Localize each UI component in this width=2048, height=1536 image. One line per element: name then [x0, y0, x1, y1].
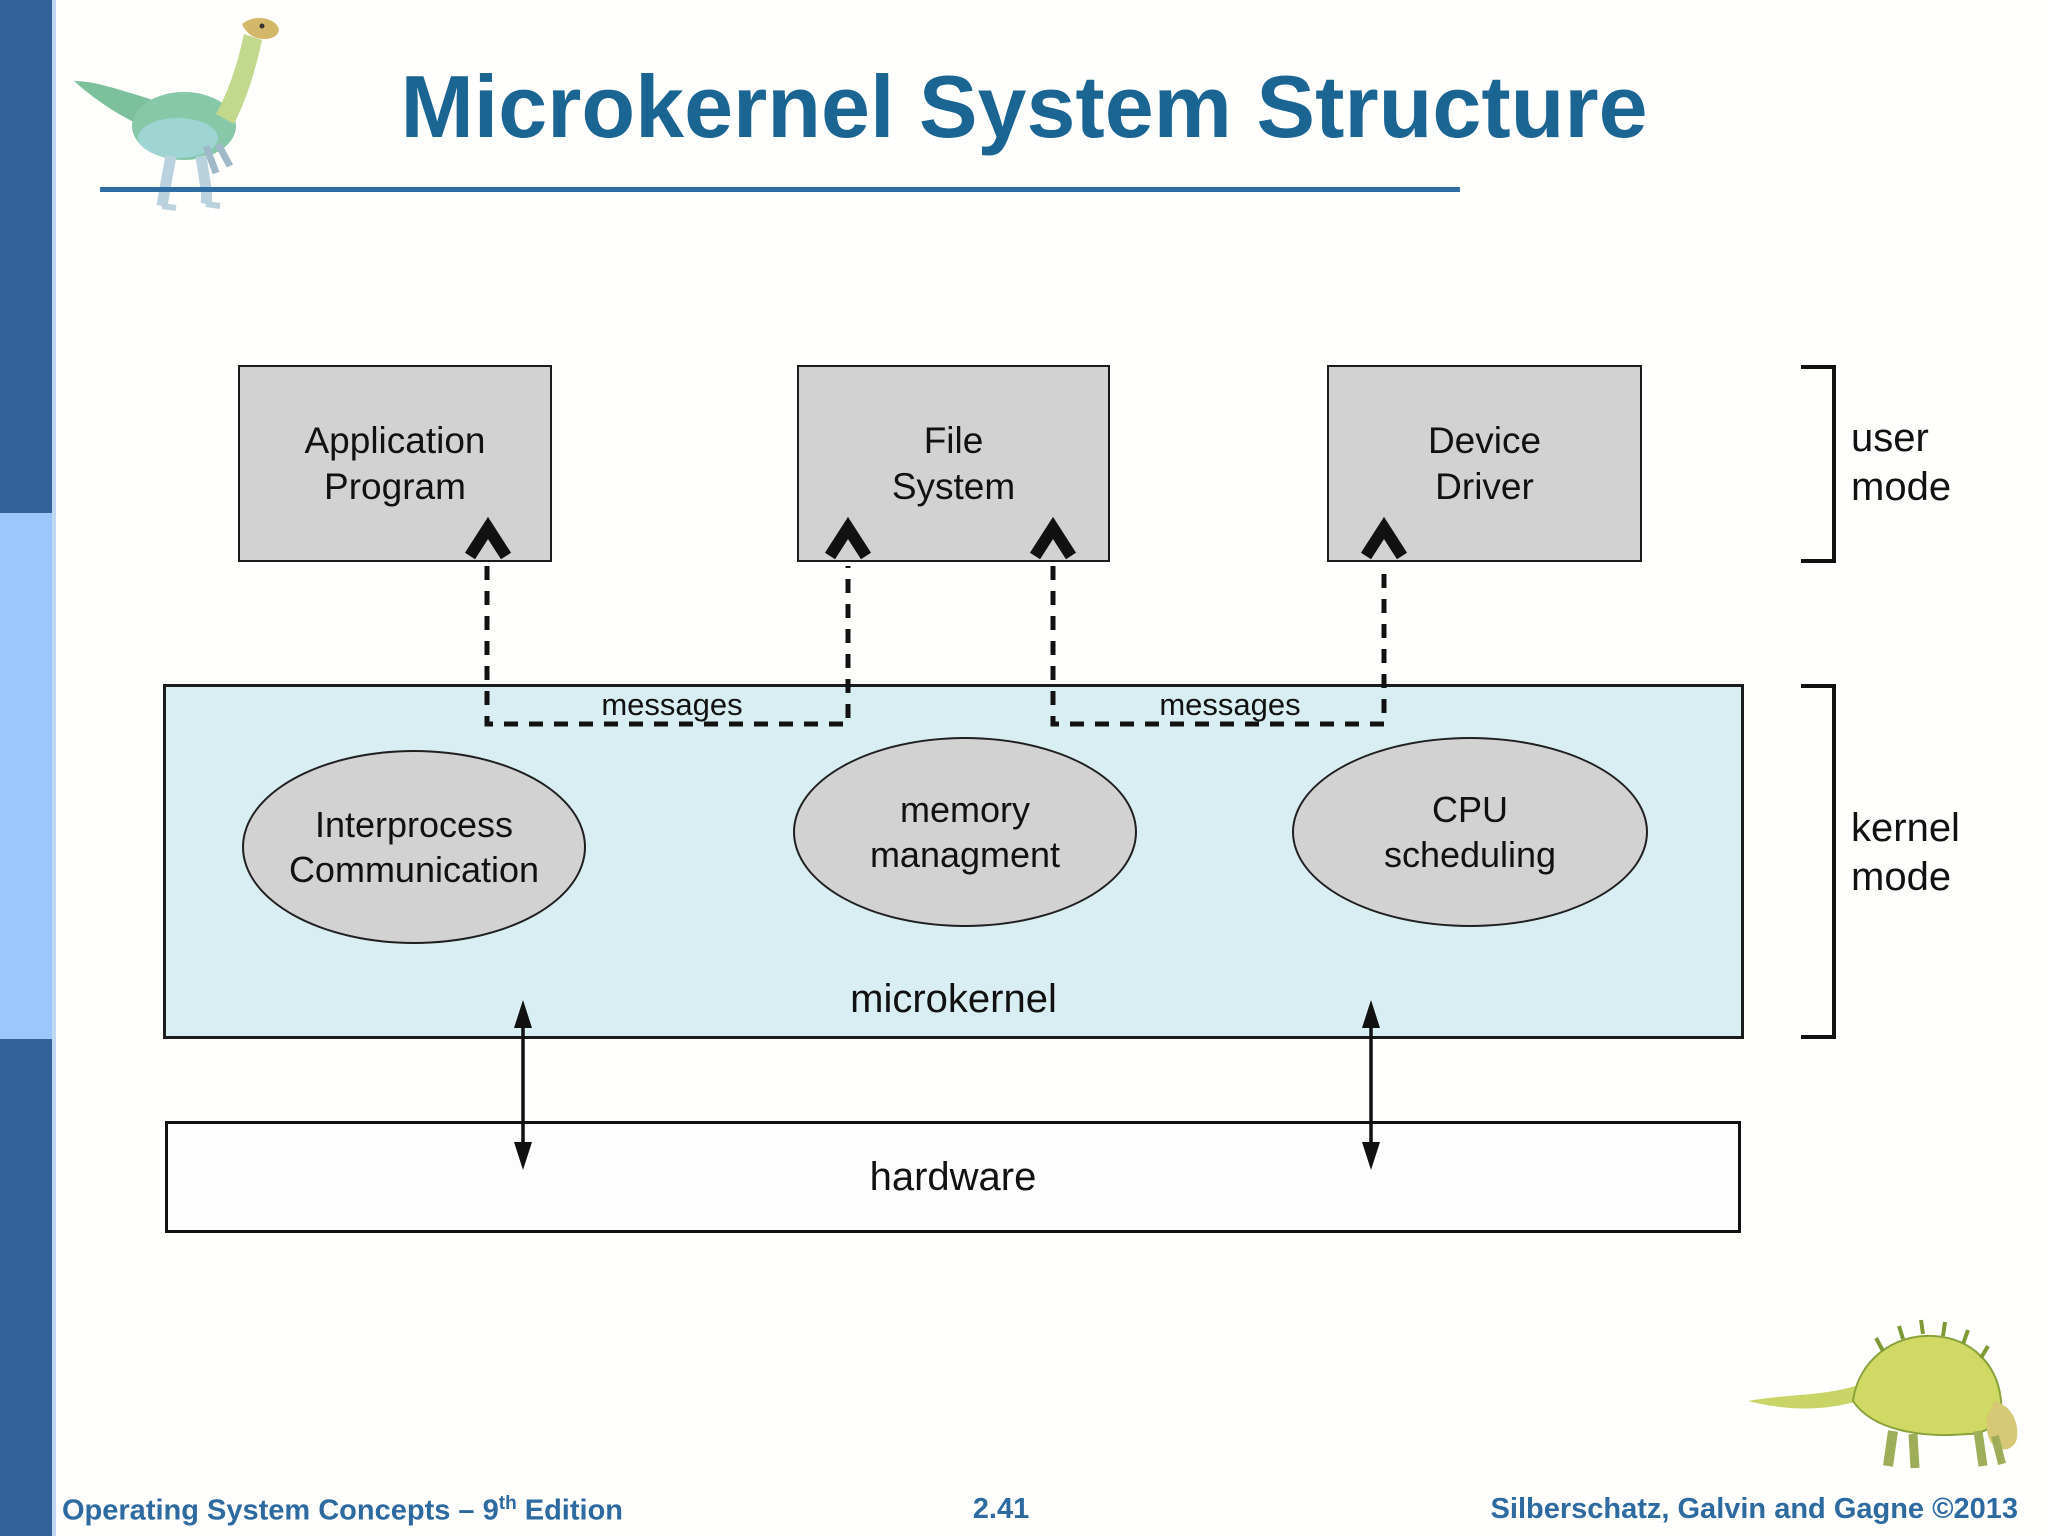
messages-label-right: messages	[1159, 687, 1301, 722]
ellipse-label-line: memory	[899, 789, 1030, 830]
ellipse-interprocess-communication: Interprocess Communication	[242, 750, 586, 944]
box-label-line: System	[891, 465, 1016, 507]
hardware-label: hardware	[869, 1154, 1037, 1199]
box-label-line: File	[923, 419, 984, 461]
user-mode-bracket	[1801, 365, 1836, 563]
footer-slide-number: 2.41	[972, 1493, 1030, 1525]
dinosaur-footer-icon	[1748, 1319, 2018, 1469]
ellipse-label-line: managment	[869, 834, 1061, 875]
footer-authors: Silberschatz, Galvin and Gagne ©2013	[1490, 1493, 2018, 1525]
kernel-mode-bracket	[1801, 684, 1836, 1039]
sidebar-accent-dark-top	[0, 0, 52, 513]
box-label-line: Device	[1427, 419, 1542, 461]
box-device-driver: Device Driver	[1327, 365, 1642, 562]
page-title: Microkernel System Structure	[400, 57, 1648, 156]
sidebar-accent-edge	[52, 0, 56, 1536]
box-label-line: Driver	[1435, 465, 1534, 507]
ellipse-cpu-scheduling: CPU scheduling	[1292, 737, 1648, 927]
ellipse-memory-management: memory managment	[793, 737, 1137, 927]
box-label-line: Application	[304, 419, 486, 461]
ellipse-label-line: scheduling	[1383, 834, 1557, 875]
sidebar-accent-light	[0, 513, 52, 1039]
title-underline	[100, 187, 1460, 192]
box-application-program: Application Program	[238, 365, 552, 562]
ellipse-label-line: CPU	[1431, 789, 1508, 830]
dinosaur-logo-icon	[74, 18, 279, 211]
messages-label-left: messages	[601, 687, 743, 722]
kernel-mode-label: kernel mode	[1851, 806, 1960, 899]
footer-book-title: Operating System Concepts – 9th Edition	[62, 1493, 624, 1527]
user-mode-label: user mode	[1851, 416, 1952, 509]
box-file-system: File System	[797, 365, 1110, 562]
ellipse-label-line: Interprocess	[314, 804, 514, 845]
sidebar-accent-dark-bottom	[0, 1039, 52, 1536]
ellipse-label-line: Communication	[288, 849, 540, 890]
box-label-line: Program	[324, 465, 466, 507]
hardware-box: hardware	[165, 1121, 1741, 1233]
microkernel-label: microkernel	[850, 977, 1057, 1021]
